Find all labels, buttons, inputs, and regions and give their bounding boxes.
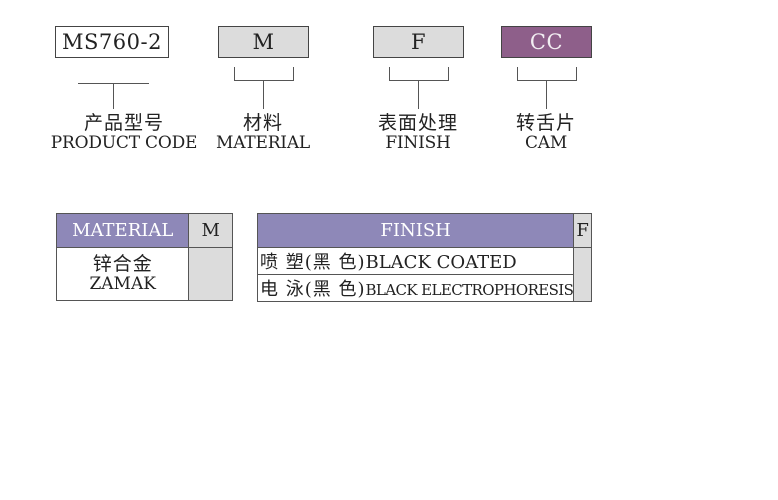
finish-table-code: F (573, 213, 592, 248)
material-stem (263, 81, 264, 109)
cam-code-box: CC (501, 26, 592, 58)
finish-caption: 表面处理 FINISH (368, 113, 468, 153)
cam-stem (546, 81, 547, 109)
finish-row-1-en: BLACK COATED (365, 252, 517, 273)
material-row-zh: 锌合金 (92, 253, 153, 275)
material-caption: 材料 MATERIAL (213, 113, 313, 153)
material-row-en: ZAMAK (89, 274, 156, 294)
finish-table-header: FINISH (256, 213, 575, 248)
material-bracket (234, 67, 294, 81)
cam-bracket (517, 67, 577, 81)
material-code-cell (188, 247, 233, 301)
finish-row-1-zh: 喷 塑(黑 色) (260, 252, 366, 273)
material-table-header: MATERIAL (55, 213, 190, 248)
product-code-stem (113, 83, 114, 109)
product-code-caption-en: PRODUCT CODE (50, 133, 198, 153)
finish-code-cell (573, 247, 592, 302)
product-code-caption-zh: 产品型号 (83, 112, 164, 134)
finish-code-box: F (373, 26, 464, 58)
finish-table: FINISH F 喷 塑(黑 色)BLACK COATED 电 泳(黑 色)BL… (256, 213, 592, 302)
finish-stem (418, 81, 419, 109)
finish-row-2-en: BLACK ELECTROPHORESIS (365, 281, 574, 299)
product-code-caption: 产品型号 PRODUCT CODE (44, 113, 204, 153)
material-caption-zh: 材料 (242, 112, 283, 134)
cam-caption: 转舌片 CAM (496, 113, 596, 153)
finish-row-2-zh: 电 泳(黑 色) (260, 279, 366, 300)
finish-caption-en: FINISH (385, 133, 451, 153)
finish-bracket (389, 67, 449, 81)
material-table: MATERIAL M 锌合金 ZAMAK (55, 213, 233, 301)
cam-caption-zh: 转舌片 (515, 112, 576, 134)
material-row-zamak: 锌合金 ZAMAK (55, 247, 190, 301)
material-table-code: M (188, 213, 233, 248)
finish-caption-zh: 表面处理 (377, 112, 458, 134)
material-caption-en: MATERIAL (216, 133, 310, 153)
finish-row-black-electrophoresis: 电 泳(黑 色)BLACK ELECTROPHORESIS (256, 274, 575, 302)
finish-row-black-coated: 喷 塑(黑 色)BLACK COATED (256, 247, 575, 275)
product-code-box: MS760-2 (55, 26, 169, 58)
material-code-box: M (218, 26, 309, 58)
cam-caption-en: CAM (524, 133, 568, 153)
